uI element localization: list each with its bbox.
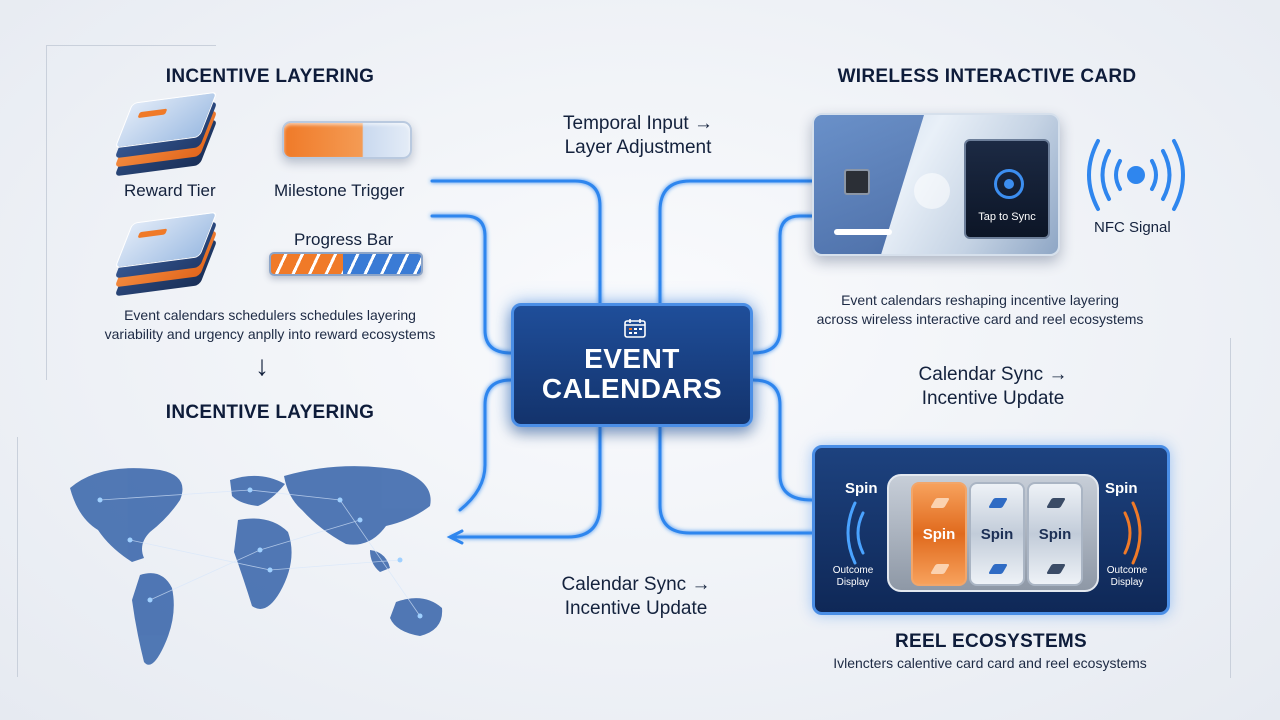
temporal-input-flow-label: Temporal Input → Layer Adjustment [538,112,738,160]
card-caption-line2: across wireless interactive card and ree… [816,311,1144,327]
layers-stack-icon [112,211,222,297]
calendar-icon [624,319,646,338]
reward-tier-label: Reward Tier [124,181,216,200]
world-map-graphic [70,466,443,665]
milestone-trigger-toggle [282,121,412,159]
nfc-signal-label: NFC Signal [1094,219,1171,236]
reel-caption: Ivlencters calentive card card and reel … [833,655,1147,671]
temporal-input-line2: Layer Adjustment [564,137,712,158]
wireless-interactive-card: Tap to Sync [812,113,1060,256]
incentive-caption-line1: Event calendars schedulers schedules lay… [124,307,416,323]
outcome-display-left: Outcome Display [832,565,874,588]
reward-tier-stack-icon [112,91,222,177]
incentive-layering-heading-bottom: INCENTIVE LAYERING [165,402,375,423]
card-caption: Event calendars reshaping incentive laye… [790,291,1170,329]
calendar-sync-bottom-line1: Calendar Sync → [561,574,711,595]
reel-ecosystem-panel: Spin Spin Spin Spin Spin Outcome Display… [812,445,1170,615]
down-arrow-icon: ↓ [255,350,269,381]
nfc-signal-icon [1087,139,1185,211]
incentive-caption: Event calendars schedulers schedules lay… [70,306,470,344]
frame-line-map-top [17,437,18,677]
frame-line-top-left [46,45,216,46]
outcome-display-right: Outcome Display [1106,565,1148,588]
progress-bar [269,252,423,276]
tap-to-sync-label: Tap to Sync [978,211,1036,223]
temporal-input-line1: Temporal Input → [563,113,713,134]
event-calendars-title: EVENT CALENDARS [514,344,750,404]
event-calendars-hub: EVENT CALENDARS [511,303,753,427]
slot-reel-drum: Spin Spin Spin [887,474,1099,592]
event-calendars-title-line1: EVENT [584,343,680,374]
frame-line-right [1230,338,1231,678]
frame-line-left [46,45,47,380]
reel-cell-3[interactable]: Spin [1027,482,1083,586]
incentive-caption-line2: variability and urgency anplly into rewa… [104,326,436,342]
reel-cell-1[interactable]: Spin [911,482,967,586]
event-calendars-title-line2: CALENDARS [541,373,723,404]
milestone-trigger-label: Milestone Trigger [274,181,405,200]
card-caption-line1: Event calendars reshaping incentive laye… [841,292,1119,308]
chip-icon [844,169,870,195]
wireless-card-heading: WIRELESS INTERACTIVE CARD [837,66,1137,87]
calendar-sync-bottom-line2: Incentive Update [564,598,708,619]
calendar-sync-right-line2: Incentive Update [921,388,1065,409]
calendar-sync-right-line1: Calendar Sync → [918,364,1068,385]
progress-bar-label: Progress Bar [294,230,394,249]
reel-cell-2-label: Spin [980,526,1014,543]
reel-cell-2[interactable]: Spin [969,482,1025,586]
sync-ring-icon [994,169,1024,199]
incentive-layering-heading-top: INCENTIVE LAYERING [165,66,375,87]
reel-cell-1-label: Spin [922,526,956,543]
calendar-sync-flow-label-bottom: Calendar Sync → Incentive Update [536,573,736,621]
tap-to-sync-panel[interactable]: Tap to Sync [964,139,1050,239]
reel-cell-3-label: Spin [1038,526,1072,543]
spin-left-label: Spin [845,480,878,497]
calendar-sync-flow-label-right: Calendar Sync → Incentive Update [893,363,1093,411]
signal-waves-left-icon [846,501,865,565]
signal-waves-right-icon [1123,501,1142,565]
reel-ecosystems-heading: REEL ECOSYSTEMS [894,631,1088,652]
spin-right-label: Spin [1105,480,1138,497]
